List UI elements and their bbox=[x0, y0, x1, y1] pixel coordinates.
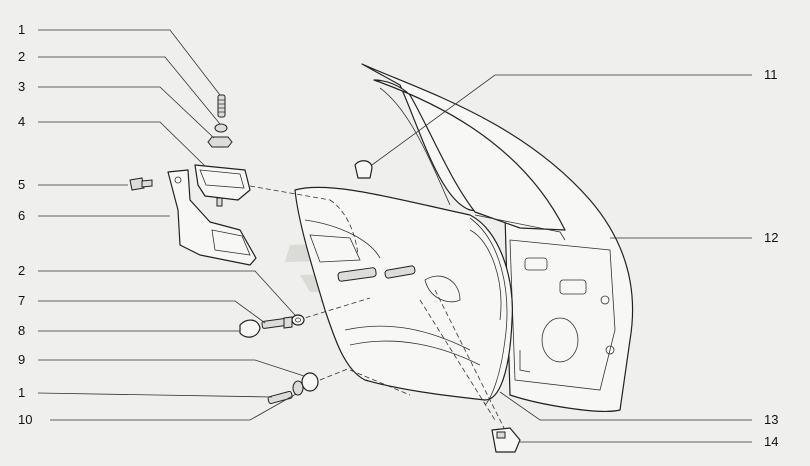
callout-1b: 1 bbox=[18, 385, 25, 400]
clip-part-11 bbox=[354, 160, 373, 179]
door-seal bbox=[469, 217, 508, 406]
callout-5: 5 bbox=[18, 177, 25, 192]
callout-labels: 1 2 3 4 5 6 2 7 8 9 1 10 11 12 13 14 bbox=[18, 22, 778, 449]
bolt-part-1 bbox=[217, 94, 226, 118]
callout-2: 2 bbox=[18, 49, 25, 64]
callout-8: 8 bbox=[18, 323, 25, 338]
callout-9: 9 bbox=[18, 352, 25, 367]
cap-part-8 bbox=[239, 319, 261, 338]
leader-lines bbox=[37, 29, 752, 443]
callout-3: 3 bbox=[18, 79, 25, 94]
callout-14: 14 bbox=[764, 434, 778, 449]
assembly-lines bbox=[249, 185, 506, 431]
bolt-part-7 bbox=[261, 316, 293, 329]
washer-part-2 bbox=[214, 123, 228, 133]
callout-12: 12 bbox=[764, 230, 778, 245]
callout-10: 10 bbox=[18, 412, 32, 427]
handle-cup-part-4 bbox=[194, 164, 251, 207]
door-shell bbox=[361, 63, 634, 412]
callout-6: 6 bbox=[18, 208, 25, 223]
nut-part-3 bbox=[207, 136, 233, 148]
door-trim-panel bbox=[294, 186, 513, 401]
bracket-part-6 bbox=[167, 169, 257, 266]
callout-7: 7 bbox=[18, 293, 25, 308]
bolt-part-1-lower bbox=[267, 390, 293, 405]
callout-2b: 2 bbox=[18, 263, 25, 278]
callout-11: 11 bbox=[764, 67, 778, 82]
washer-part-2-lower bbox=[291, 314, 305, 326]
hinge-part-14 bbox=[491, 427, 521, 453]
screw-part-5 bbox=[129, 177, 153, 191]
callout-1: 1 bbox=[18, 22, 25, 37]
bushing-part-9 bbox=[292, 372, 319, 396]
callout-13: 13 bbox=[764, 412, 778, 427]
callout-4: 4 bbox=[18, 114, 25, 129]
